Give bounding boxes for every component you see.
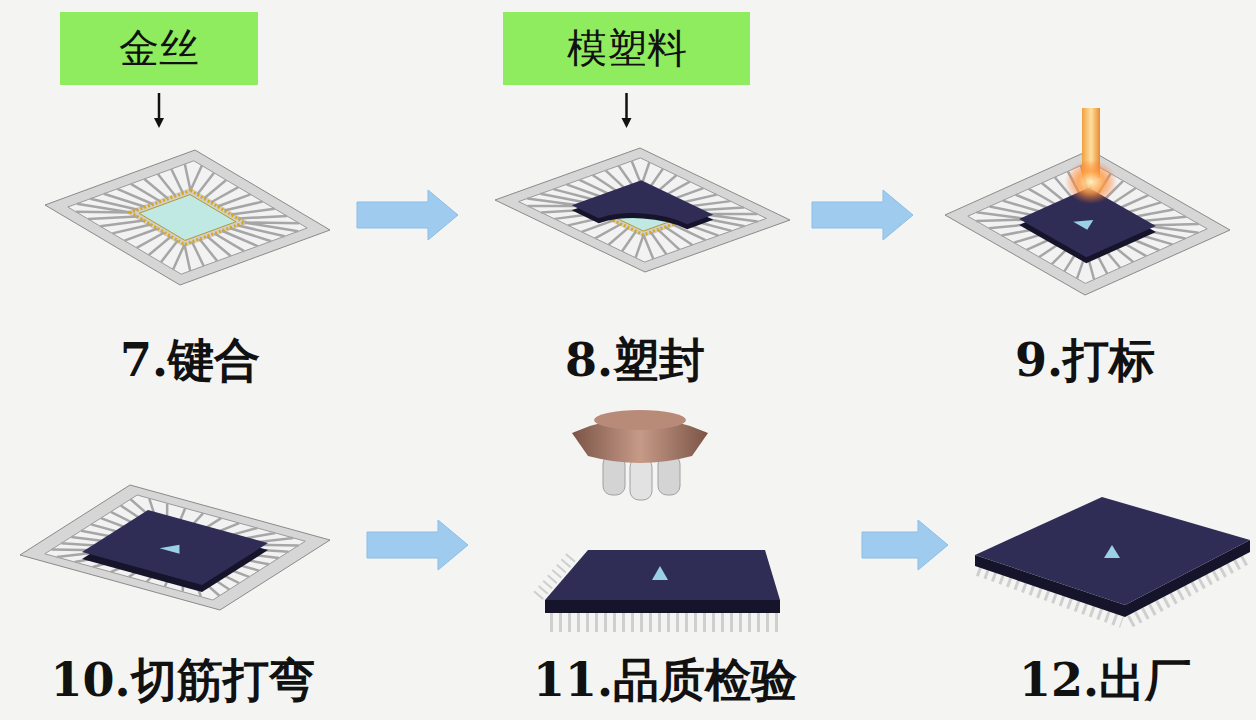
pins (550, 612, 778, 632)
material-box: 金丝 (60, 12, 258, 85)
chip-body (975, 497, 1250, 605)
block-arrow (812, 190, 913, 240)
inspection-picture (538, 410, 780, 622)
pins (538, 556, 572, 596)
process-step: 11.品质检验 (480, 400, 850, 715)
finished-chip-picture (975, 497, 1250, 622)
process-step: 9.打标 (925, 100, 1245, 395)
die (131, 191, 245, 245)
logo (160, 542, 190, 554)
chip-side (545, 600, 780, 613)
lead-frame (945, 150, 1230, 295)
block-arrow (367, 520, 468, 570)
step-label: 12.出厂 (1019, 654, 1191, 707)
flow-arrow (357, 190, 458, 240)
material-box: 模塑料 (503, 12, 750, 85)
process-step: 10.切筋打弯 (10, 470, 355, 715)
mold-body (82, 510, 268, 585)
material-label: 金丝 (119, 21, 199, 76)
arrow-head (622, 118, 632, 128)
flow-arrow (367, 520, 468, 570)
probe-leg (630, 458, 652, 500)
flow-arrow (812, 190, 913, 240)
block-arrow (357, 190, 458, 240)
arrow-line (158, 93, 161, 120)
step-label: 8.塑封 (565, 334, 705, 387)
mold-body (572, 180, 714, 240)
step-label: 9.打标 (1015, 334, 1155, 387)
logo (652, 566, 668, 580)
step-label: 7.键合 (120, 334, 260, 387)
step-label: 11.品质检验 (533, 654, 797, 707)
probe-cap (594, 410, 686, 430)
trim-form-picture (20, 485, 330, 610)
laser-glow (1065, 160, 1117, 204)
logo (1104, 545, 1120, 558)
step-label: 10.切筋打弯 (50, 654, 314, 707)
logo (1073, 216, 1100, 230)
process-step: 8.塑封 (470, 130, 800, 395)
lead-frame (45, 150, 330, 285)
marking-picture (945, 108, 1230, 295)
flow-arrow (862, 520, 948, 570)
material-label: 模塑料 (567, 21, 687, 76)
process-step: 7.键合 (35, 130, 345, 395)
chip-body (545, 550, 780, 600)
process-step: 12.出厂 (960, 480, 1250, 715)
bonding-picture (45, 150, 330, 285)
lead-frame (20, 485, 330, 610)
lead-frame (495, 148, 790, 272)
block-arrow (862, 520, 948, 570)
molding-picture (495, 148, 790, 272)
flow-arrow (622, 93, 632, 128)
arrow-head (154, 118, 164, 128)
flow-arrow (154, 93, 164, 128)
arrow-line (625, 93, 628, 120)
